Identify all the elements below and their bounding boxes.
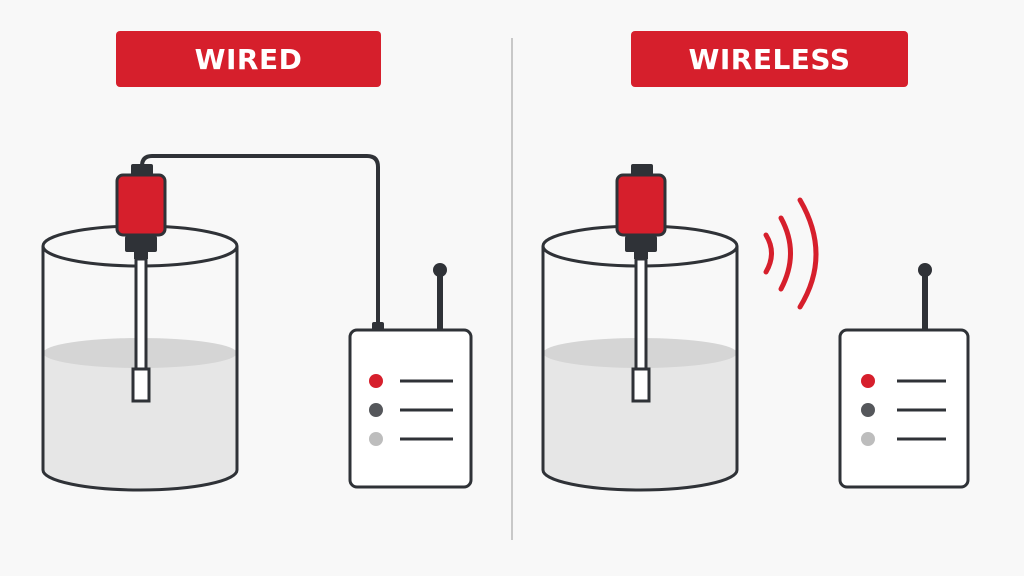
status-led-red	[861, 374, 875, 388]
cable-icon	[140, 154, 380, 326]
receiver-unit-icon	[348, 263, 473, 489]
tank-icon	[541, 224, 739, 492]
receiver-unit-icon	[838, 263, 970, 489]
status-led-dark	[369, 403, 383, 417]
status-led-dark	[861, 403, 875, 417]
wireless-title: WIRELESS	[688, 42, 851, 76]
wired-title: WIRED	[194, 42, 303, 76]
status-led-light	[861, 432, 875, 446]
wireless-panel	[541, 164, 970, 492]
wired-panel	[41, 154, 473, 492]
status-led-light	[369, 432, 383, 446]
wireless-signal-icon	[763, 197, 819, 310]
wired-title-banner: WIRED	[116, 31, 381, 87]
level-sensor-icon	[115, 164, 167, 403]
wireless-title-banner: WIRELESS	[631, 31, 908, 87]
level-sensor-icon	[615, 164, 667, 403]
status-led-red	[369, 374, 383, 388]
